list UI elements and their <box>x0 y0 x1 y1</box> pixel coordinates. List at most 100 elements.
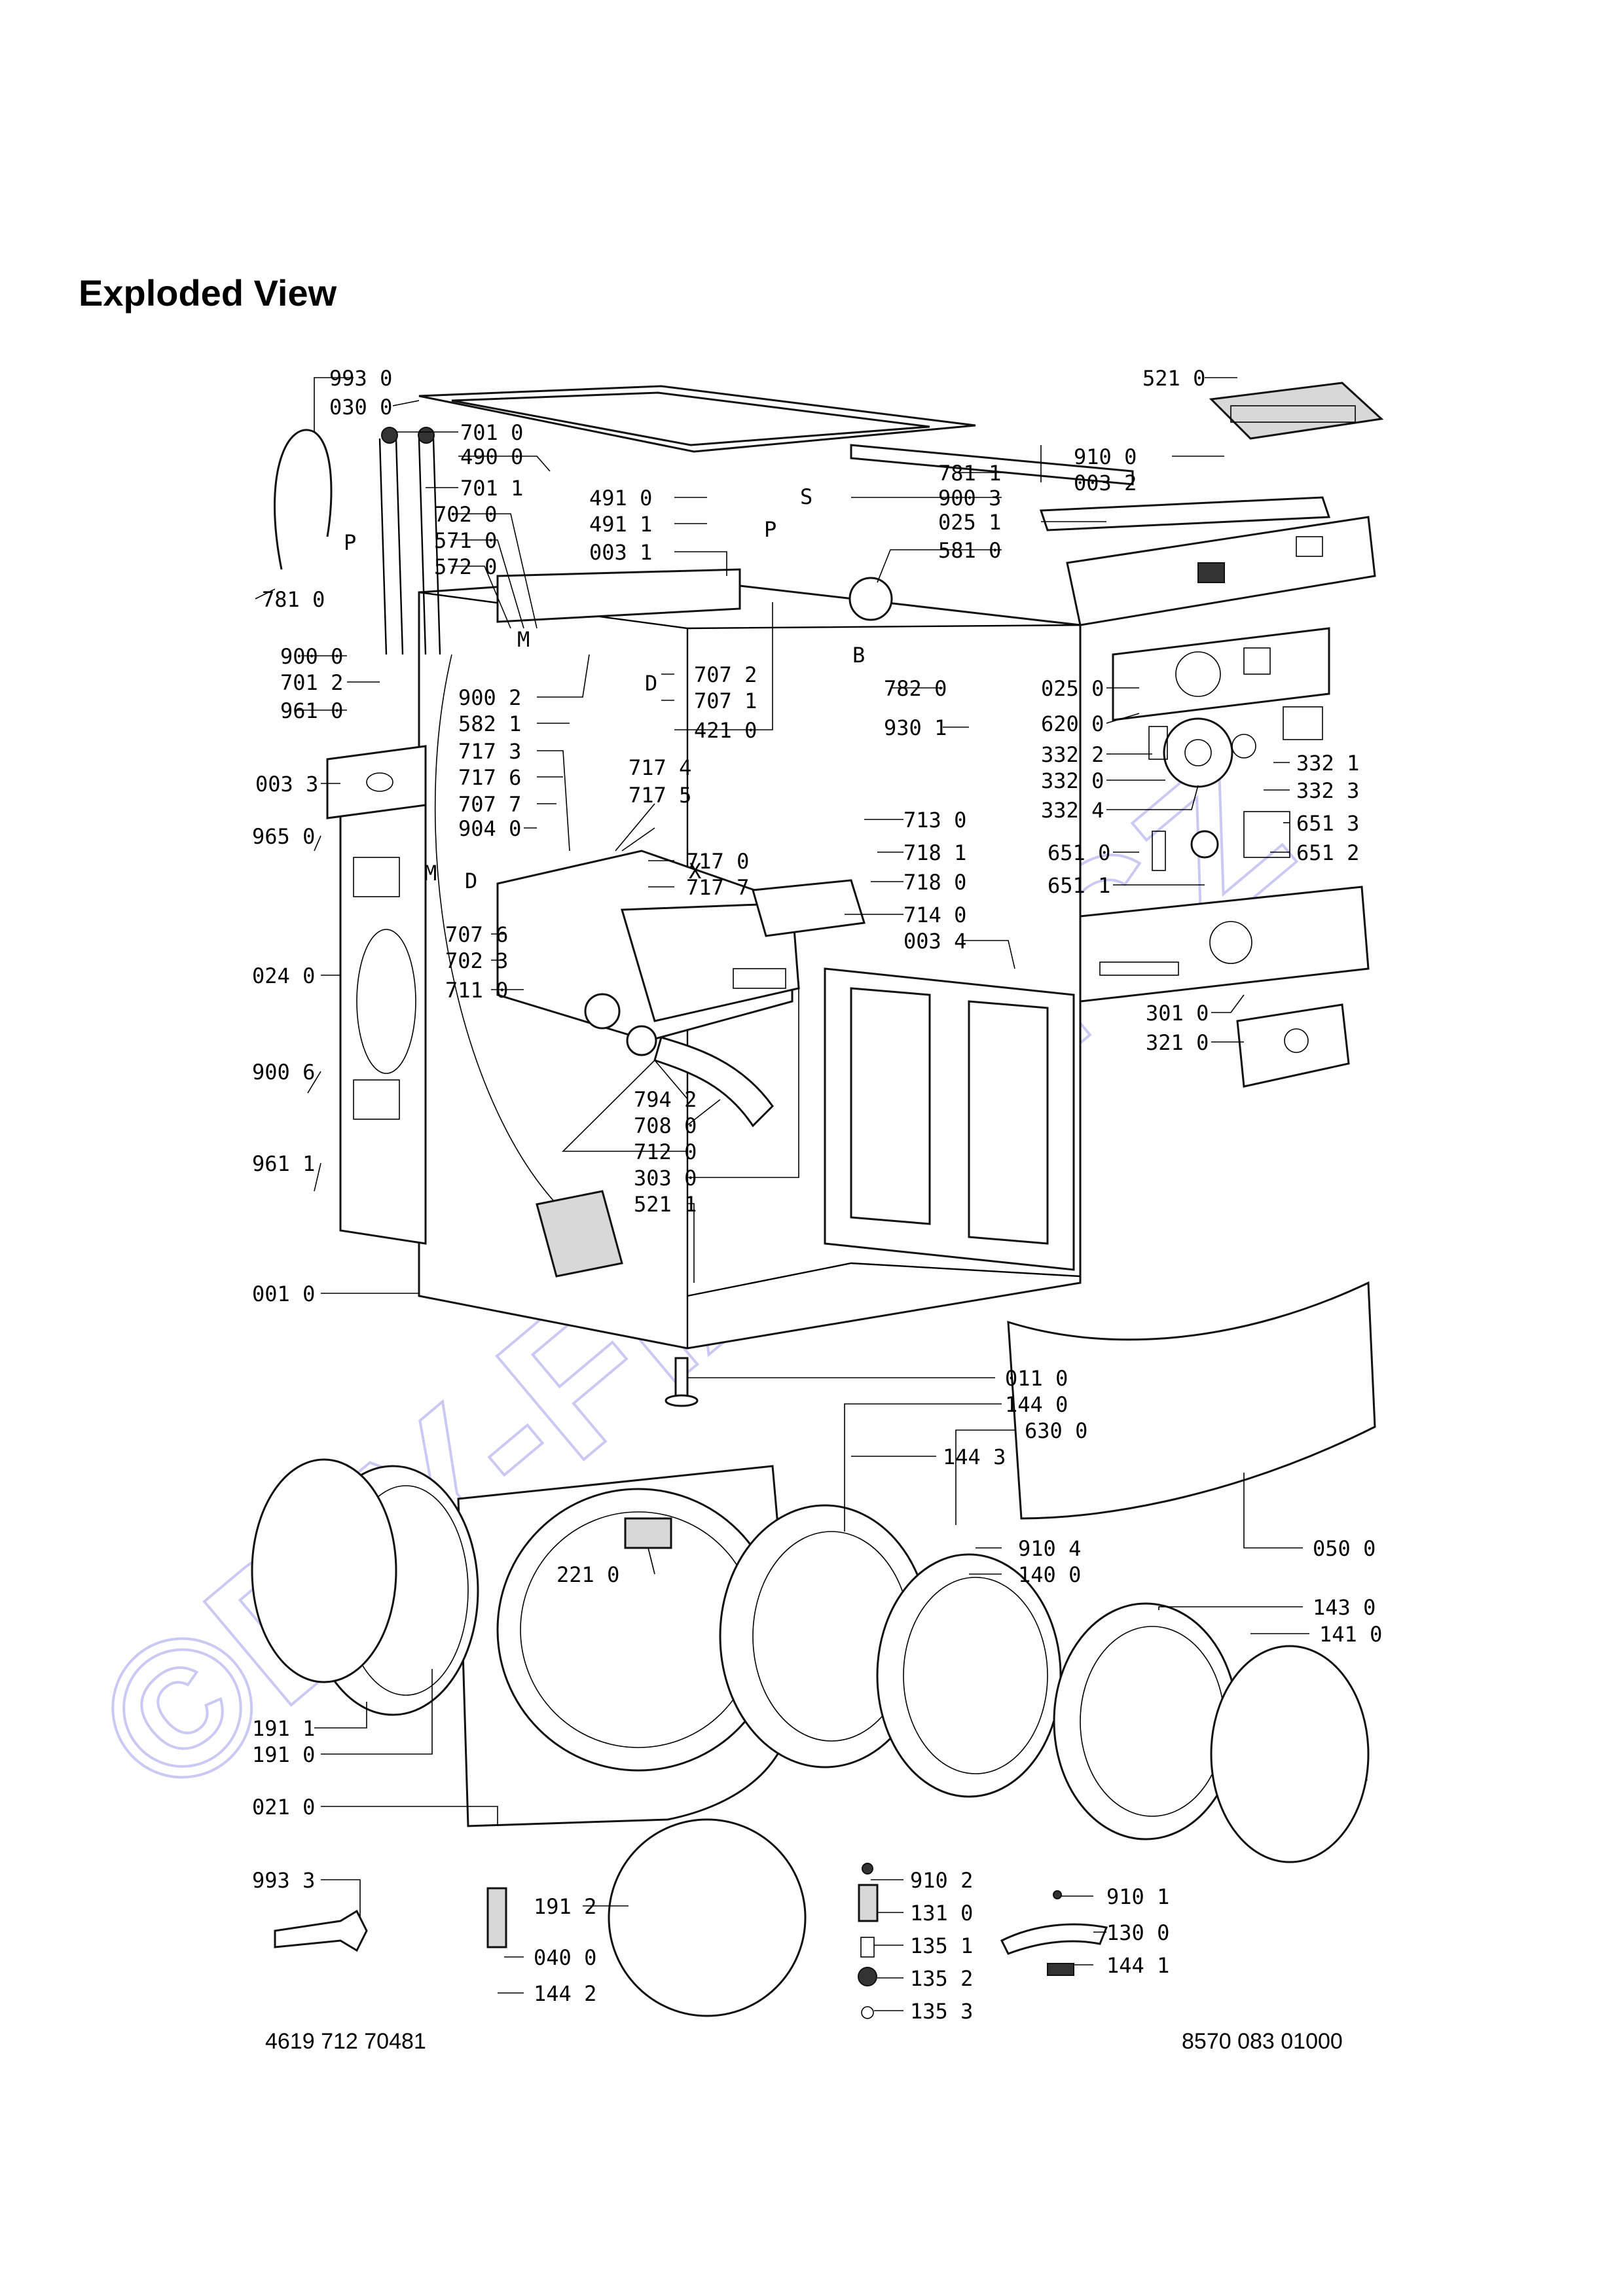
part-label-4911: 491 1 <box>589 512 652 537</box>
part-label-0033: 003 3 <box>255 772 318 797</box>
part-label-7071: 707 1 <box>694 689 757 713</box>
part-label-5210: 521 0 <box>1142 366 1205 391</box>
part-label-9611: 961 1 <box>252 1151 315 1176</box>
control-panel-frame-0250 <box>1066 516 1376 626</box>
part-label-3010: 301 0 <box>1146 1001 1209 1026</box>
part-label-0210: 021 0 <box>252 1795 315 1820</box>
part-label-7130: 713 0 <box>903 808 966 833</box>
part-label-6513: 651 3 <box>1296 811 1359 836</box>
part-label-3030: 303 0 <box>634 1166 697 1191</box>
detergent-dispenser-7110 <box>496 850 800 1042</box>
part-label-7012: 701 2 <box>280 670 343 695</box>
rear-rail-0032 <box>850 444 1134 486</box>
part-label-3323: 332 3 <box>1296 778 1359 803</box>
part-label-3210: 321 0 <box>1146 1030 1209 1055</box>
part-label-9301: 930 1 <box>884 715 947 740</box>
part-label-9002: 900 2 <box>458 685 521 710</box>
control-bracket-5210 <box>1209 382 1384 440</box>
part-label-7174: 717 4 <box>629 755 691 780</box>
door-lock-1310 <box>858 1863 879 2019</box>
part-label-6300: 630 0 <box>1025 1418 1087 1443</box>
part-label-7177: 717 7 <box>686 875 749 900</box>
part-label-5211: 521 1 <box>634 1192 697 1217</box>
part-label-0031: 003 1 <box>589 540 652 565</box>
part-label-7173: 717 3 <box>458 739 521 764</box>
door-handle-1300 <box>1000 1890 1108 1976</box>
part-label-6510: 651 0 <box>1048 840 1110 865</box>
part-label-1410: 141 0 <box>1319 1622 1382 1647</box>
part-label-7010: 701 0 <box>460 420 523 445</box>
part-label-1441: 144 1 <box>1106 1953 1169 1978</box>
marker-b: B <box>852 643 865 668</box>
part-label-7811: 781 1 <box>938 461 1001 486</box>
part-label-7176: 717 6 <box>458 765 521 790</box>
pressure-switch-5810 <box>848 577 893 621</box>
door-inner-1400 <box>876 1553 1062 1798</box>
markers: P P S M M D D B X <box>344 484 865 893</box>
dispenser-drawer-7140 <box>752 879 866 937</box>
part-label-1430: 143 0 <box>1313 1595 1376 1620</box>
part-label-0300: 030 0 <box>329 395 392 420</box>
rear-door-panel-0210 <box>457 1465 794 1827</box>
part-label-9610: 961 0 <box>280 698 343 723</box>
footer-left-code: 4619 712 70481 <box>265 2029 426 2054</box>
door-glass-1912 <box>608 1818 807 2017</box>
part-label-7175: 717 5 <box>629 783 691 808</box>
part-label-0032: 003 2 <box>1074 471 1137 495</box>
part-label-1443: 144 3 <box>943 1444 1006 1469</box>
part-label-4210: 421 0 <box>694 718 757 743</box>
part-label-9933: 993 3 <box>252 1868 315 1893</box>
part-label-1442: 144 2 <box>534 1981 596 2006</box>
buttons-6510 <box>1152 811 1290 871</box>
part-label-9650: 965 0 <box>252 824 315 849</box>
part-label-7180: 718 0 <box>903 870 966 895</box>
part-label-1440: 144 0 <box>1005 1392 1068 1417</box>
part-label-1352: 135 2 <box>910 1966 973 1991</box>
part-label-0250: 025 0 <box>1041 676 1104 701</box>
part-label-7140: 714 0 <box>903 903 966 927</box>
part-label-9930: 993 0 <box>329 366 392 391</box>
part-label-7076: 707 6 <box>445 922 508 947</box>
part-label-4900: 490 0 <box>460 444 523 469</box>
part-label-7181: 718 1 <box>903 840 966 865</box>
part-label-9101: 910 1 <box>1106 1884 1169 1909</box>
part-label-6512: 651 2 <box>1296 840 1359 865</box>
part-label-0251: 025 1 <box>938 510 1001 535</box>
spanner-9933 <box>274 1909 368 1952</box>
inlet-hoses-7010 <box>378 427 441 655</box>
part-label-6511: 651 1 <box>1048 873 1110 898</box>
part-label-1400: 140 0 <box>1018 1562 1081 1587</box>
hinge-2210 <box>624 1517 672 1549</box>
marker-d: D <box>645 671 657 696</box>
part-label-7110: 711 0 <box>445 978 508 1003</box>
part-label-6200: 620 0 <box>1041 711 1104 736</box>
part-label-1910: 191 0 <box>252 1742 315 1767</box>
top-cover-0300 <box>418 385 976 453</box>
part-label-0240: 024 0 <box>252 963 315 988</box>
part-label-7077: 707 7 <box>458 792 521 817</box>
back-panel-0240 <box>339 777 427 1245</box>
page-title: Exploded View <box>79 272 337 314</box>
marker-p: P <box>764 517 776 542</box>
part-label-9100: 910 0 <box>1074 444 1137 469</box>
interference-filter-5211 <box>536 1190 623 1278</box>
pcb-6200 <box>1112 627 1330 721</box>
part-label-5821: 582 1 <box>458 711 521 736</box>
control-panel-3010 <box>1079 886 1370 1003</box>
porthole-ring-1911 <box>251 1458 397 1683</box>
part-label-3320: 332 0 <box>1041 768 1104 793</box>
back-plate-0033 <box>326 745 427 819</box>
part-label-3322: 332 2 <box>1041 742 1104 767</box>
door-outer-1430 <box>1053 1602 1239 1840</box>
part-label-0010: 001 0 <box>252 1282 315 1306</box>
part-label-0400: 040 0 <box>534 1945 596 1970</box>
part-label-7072: 707 2 <box>694 662 757 687</box>
part-label-5720: 572 0 <box>434 554 497 579</box>
part-label-5810: 581 0 <box>938 538 1001 563</box>
part-label-9102: 910 2 <box>910 1868 973 1893</box>
part-label-0110: 011 0 <box>1005 1366 1068 1391</box>
part-label-9000: 900 0 <box>280 644 343 669</box>
part-label-9104: 910 4 <box>1018 1536 1081 1561</box>
marker-m: M <box>424 861 437 886</box>
